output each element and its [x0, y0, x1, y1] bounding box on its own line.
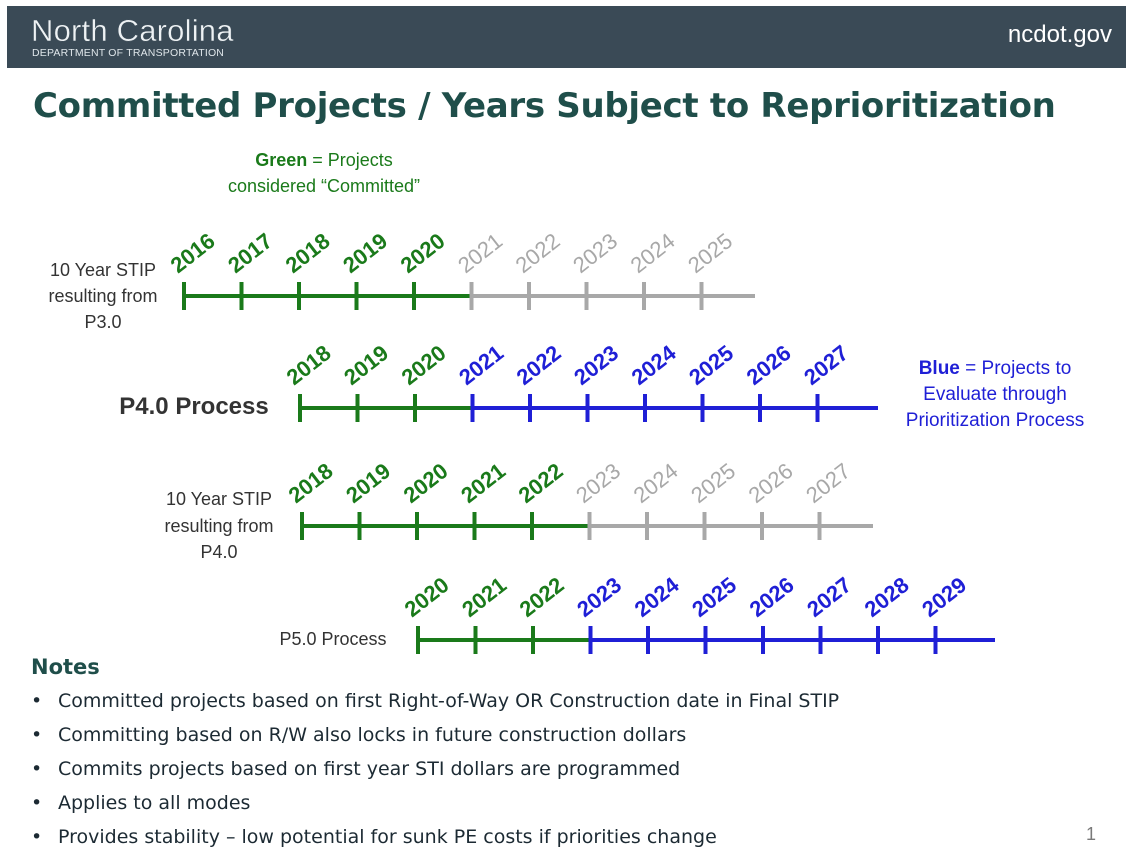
year-label: 2017 [223, 228, 277, 278]
note-item: • Commits projects based on first year ST… [31, 758, 839, 792]
timeline-label-line: P4.0 Process [119, 393, 268, 420]
timeline-label: P4.0 Process [119, 393, 268, 420]
header-bar: North Carolina DEPARTMENT OF TRANSPORTAT… [7, 6, 1126, 68]
year-label: 2022 [512, 340, 566, 390]
year-label: 2029 [917, 572, 971, 622]
year-label: 2025 [684, 340, 738, 390]
bullet-icon: • [31, 792, 43, 814]
year-label: 2022 [514, 458, 568, 508]
green-legend-text-2: considered “Committed” [228, 176, 420, 196]
year-label: 2021 [453, 228, 507, 278]
note-text: Applies to all modes [58, 792, 251, 814]
year-label: 2016 [166, 228, 220, 278]
year-label: 2024 [629, 458, 683, 508]
bullet-icon: • [31, 826, 43, 848]
timeline-label-line: resulting from [48, 286, 157, 306]
note-item: • Provides stability – low potential for … [31, 826, 839, 860]
year-label: 2021 [454, 340, 508, 390]
year-label: 2023 [572, 572, 626, 622]
blue-legend-text-1: = Projects to [960, 358, 1071, 379]
note-text: Committing based on R/W also locks in fu… [58, 724, 687, 746]
note-text: Committed projects based on first Right-… [58, 690, 840, 712]
year-label: 2019 [338, 228, 392, 278]
year-label: 2020 [397, 340, 451, 390]
year-label: 2018 [284, 458, 338, 508]
logo-title: North Carolina [31, 13, 234, 48]
year-label: 2024 [630, 572, 685, 622]
note-item: • Committing based on R/W also locks in f… [31, 724, 839, 758]
svg-text:Green = Projects: Green = Projects [255, 150, 393, 170]
page-title: Committed Projects / Years Subject to Re… [33, 86, 1056, 126]
bullet-icon: • [31, 724, 43, 746]
year-label: 2022 [511, 228, 565, 278]
year-label: 2018 [281, 228, 335, 278]
year-label: 2027 [799, 340, 853, 390]
blue-legend-text-3: Prioritization Process [906, 410, 1084, 431]
blue-legend: Blue = Projects to Evaluate through Prio… [906, 358, 1084, 431]
bullet-icon: • [31, 758, 43, 780]
timeline-label-line: 10 Year STIP [50, 260, 156, 280]
year-label: 2026 [745, 572, 799, 622]
year-label: 2023 [568, 228, 622, 278]
logo-subtitle: DEPARTMENT OF TRANSPORTATION [32, 47, 225, 59]
note-text: Provides stability – low potential for s… [58, 826, 717, 848]
green-legend: Green = Projects considered “Committed” [228, 150, 420, 196]
green-legend-text-1: = Projects [307, 150, 393, 170]
year-label: 2022 [515, 572, 569, 622]
timeline-label-line: P4.0 [200, 542, 237, 562]
year-label: 2023 [571, 458, 625, 508]
timeline-label-line: P5.0 Process [279, 629, 386, 649]
bullet-icon: • [31, 690, 43, 712]
notes-heading: Notes [31, 655, 100, 679]
year-label: 2020 [400, 572, 454, 622]
note-text: Commits projects based on first year STI… [58, 758, 681, 780]
note-item: • Committed projects based on first Right… [31, 690, 839, 724]
svg-text:Blue = Projects to: Blue = Projects to [919, 358, 1072, 379]
year-label: 2025 [686, 458, 740, 508]
timeline-label-line: P3.0 [84, 312, 121, 332]
year-label: 2021 [457, 572, 511, 622]
year-label: 2027 [802, 572, 856, 622]
year-label: 2021 [456, 458, 510, 508]
note-item: • Applies to all modes [31, 792, 839, 826]
year-label: 2026 [742, 340, 796, 390]
notes-list: • Committed projects based on first Right… [31, 690, 839, 860]
timeline-label-line: 10 Year STIP [166, 489, 272, 509]
year-label: 2025 [687, 572, 741, 622]
site-url: ncdot.gov [1007, 21, 1112, 48]
year-label: 2019 [341, 458, 395, 508]
blue-legend-text-2: Evaluate through [923, 384, 1067, 405]
year-label: 2020 [399, 458, 453, 508]
year-label: 2020 [396, 228, 450, 278]
page-number: 1 [1085, 824, 1096, 844]
year-label: 2018 [282, 340, 336, 390]
year-label: 2019 [339, 340, 393, 390]
year-label: 2024 [626, 228, 680, 278]
year-label: 2026 [744, 458, 798, 508]
year-label: 2028 [860, 572, 914, 622]
year-label: 2024 [627, 340, 682, 390]
timeline-label: P5.0 Process [279, 629, 386, 649]
blue-legend-bold: Blue [919, 358, 960, 379]
year-label: 2023 [569, 340, 623, 390]
year-label: 2025 [683, 228, 737, 278]
timeline-label-line: resulting from [164, 516, 273, 536]
year-label: 2027 [801, 458, 855, 508]
green-legend-bold: Green [255, 150, 307, 170]
